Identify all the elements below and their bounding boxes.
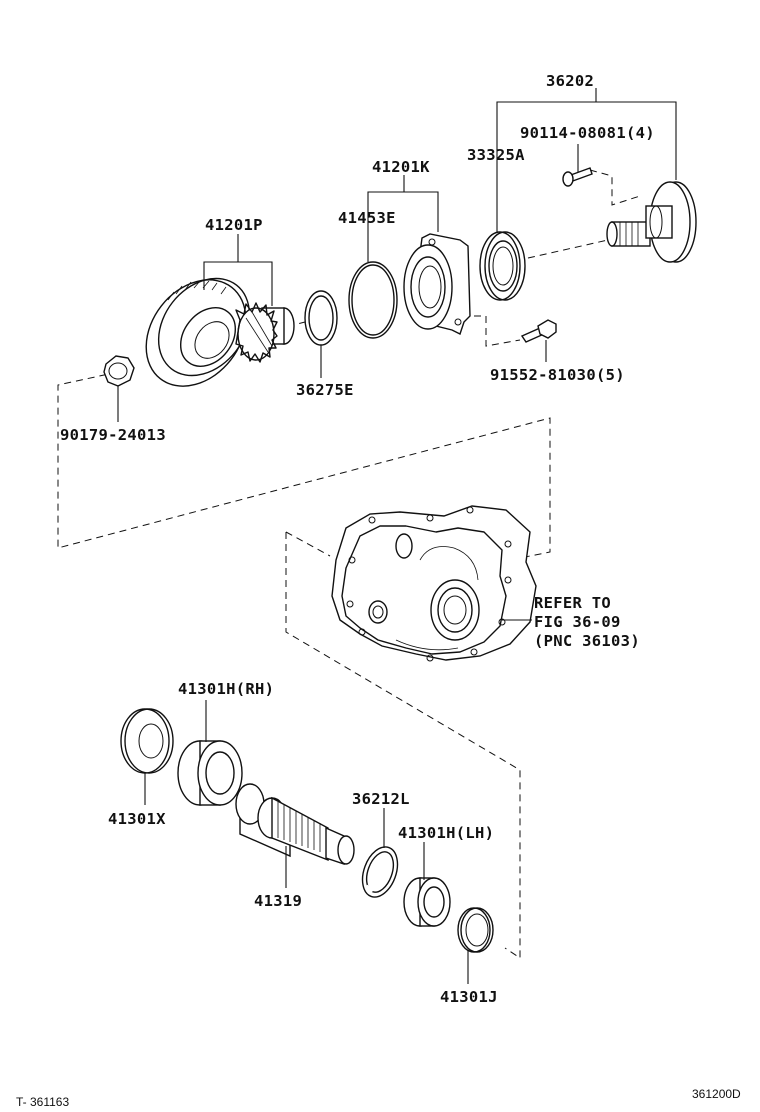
- label-36275e: 36275E: [296, 381, 354, 399]
- label-41319: 41319: [254, 892, 302, 910]
- shim-41301x: [120, 708, 174, 805]
- shim-36275e: [304, 290, 338, 378]
- label-41201p: 41201P: [205, 216, 263, 234]
- refer-pnc-line: (PNC 36103): [534, 632, 640, 650]
- label-90114: 90114-08081(4): [520, 124, 655, 142]
- bearing-41301h-lh: [403, 842, 451, 927]
- label-41201k: 41201K: [372, 158, 430, 176]
- ring-gear-41201p: [145, 277, 251, 387]
- shim-41301j: [457, 907, 494, 984]
- label-33325a: 33325A: [467, 146, 525, 164]
- bracket-41201p: [203, 234, 273, 306]
- bolt-90114: [562, 144, 593, 187]
- footer-left-code: T- 361163: [16, 1095, 69, 1109]
- bearing-retainer-41201k: [367, 175, 471, 335]
- bolt-91552: [520, 319, 557, 362]
- label-41301x: 41301X: [108, 810, 166, 828]
- nut-90179: [103, 355, 135, 422]
- bearing-41301h-rh: [177, 700, 243, 806]
- o-ring-41453e: [348, 228, 398, 339]
- label-36212l: 36212L: [352, 790, 410, 808]
- refer-to-line: REFER TO: [534, 594, 611, 612]
- label-90179: 90179-24013: [60, 426, 166, 444]
- label-36202: 36202: [546, 72, 594, 90]
- snap-ring-36212l: [361, 808, 399, 898]
- label-91552: 91552-81030(5): [490, 366, 625, 384]
- footer-right-code: 361200D: [692, 1087, 741, 1101]
- pinion-gear-41201p: [235, 302, 295, 363]
- label-41301h-lh: 41301H(LH): [398, 824, 494, 842]
- shaft-41319: [235, 783, 355, 888]
- flange-shaft-36202: [496, 88, 697, 263]
- oil-seal-33325a: [479, 166, 526, 301]
- transfer-case-housing: [331, 505, 537, 662]
- label-41301h-rh: 41301H(RH): [178, 680, 274, 698]
- label-41453e: 41453E: [338, 209, 396, 227]
- refer-fig-line: FIG 36-09: [534, 613, 621, 631]
- label-41301j: 41301J: [440, 988, 498, 1006]
